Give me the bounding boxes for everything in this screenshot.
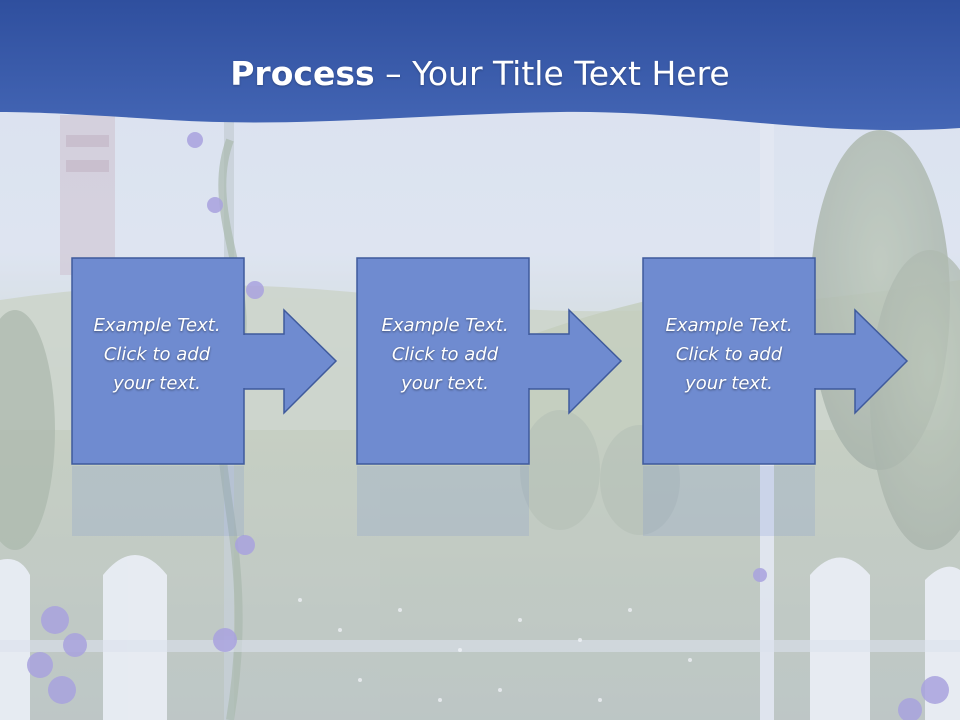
step-reflection — [643, 466, 815, 536]
slide-title[interactable]: Process – Your Title Text Here — [0, 52, 960, 96]
title-rest: – Your Title Text Here — [374, 54, 730, 93]
step-2-line3: your text. — [401, 373, 489, 394]
step-seam — [527, 335, 531, 388]
step-1-line2: Click to add — [103, 344, 211, 365]
process-step-3[interactable] — [642, 257, 909, 536]
step-1-text[interactable]: Example Text. Click to add your text. — [57, 311, 257, 398]
step-box — [356, 257, 530, 465]
process-step-2[interactable] — [356, 257, 623, 536]
step-3-line2: Click to add — [675, 344, 783, 365]
step-box — [71, 257, 245, 465]
step-box — [642, 257, 816, 465]
step-3-text[interactable]: Example Text. Click to add your text. — [629, 311, 829, 398]
step-1-line3: your text. — [113, 373, 201, 394]
step-3-line3: your text. — [685, 373, 773, 394]
step-2-line1: Example Text. — [381, 315, 509, 336]
step-2-line2: Click to add — [391, 344, 499, 365]
step-2-text[interactable]: Example Text. Click to add your text. — [345, 311, 545, 398]
step-reflection — [72, 466, 244, 536]
arrow-right-icon — [812, 308, 909, 415]
step-1-line1: Example Text. — [93, 315, 221, 336]
title-banner — [0, 0, 960, 131]
arrow-right-icon — [241, 308, 338, 415]
step-seam — [813, 335, 817, 388]
title-bold: Process — [230, 54, 375, 93]
step-3-line1: Example Text. — [665, 315, 793, 336]
step-reflection — [357, 466, 529, 536]
arrow-right-icon — [526, 308, 623, 415]
process-step-1[interactable] — [71, 257, 338, 536]
step-seam — [242, 335, 246, 388]
